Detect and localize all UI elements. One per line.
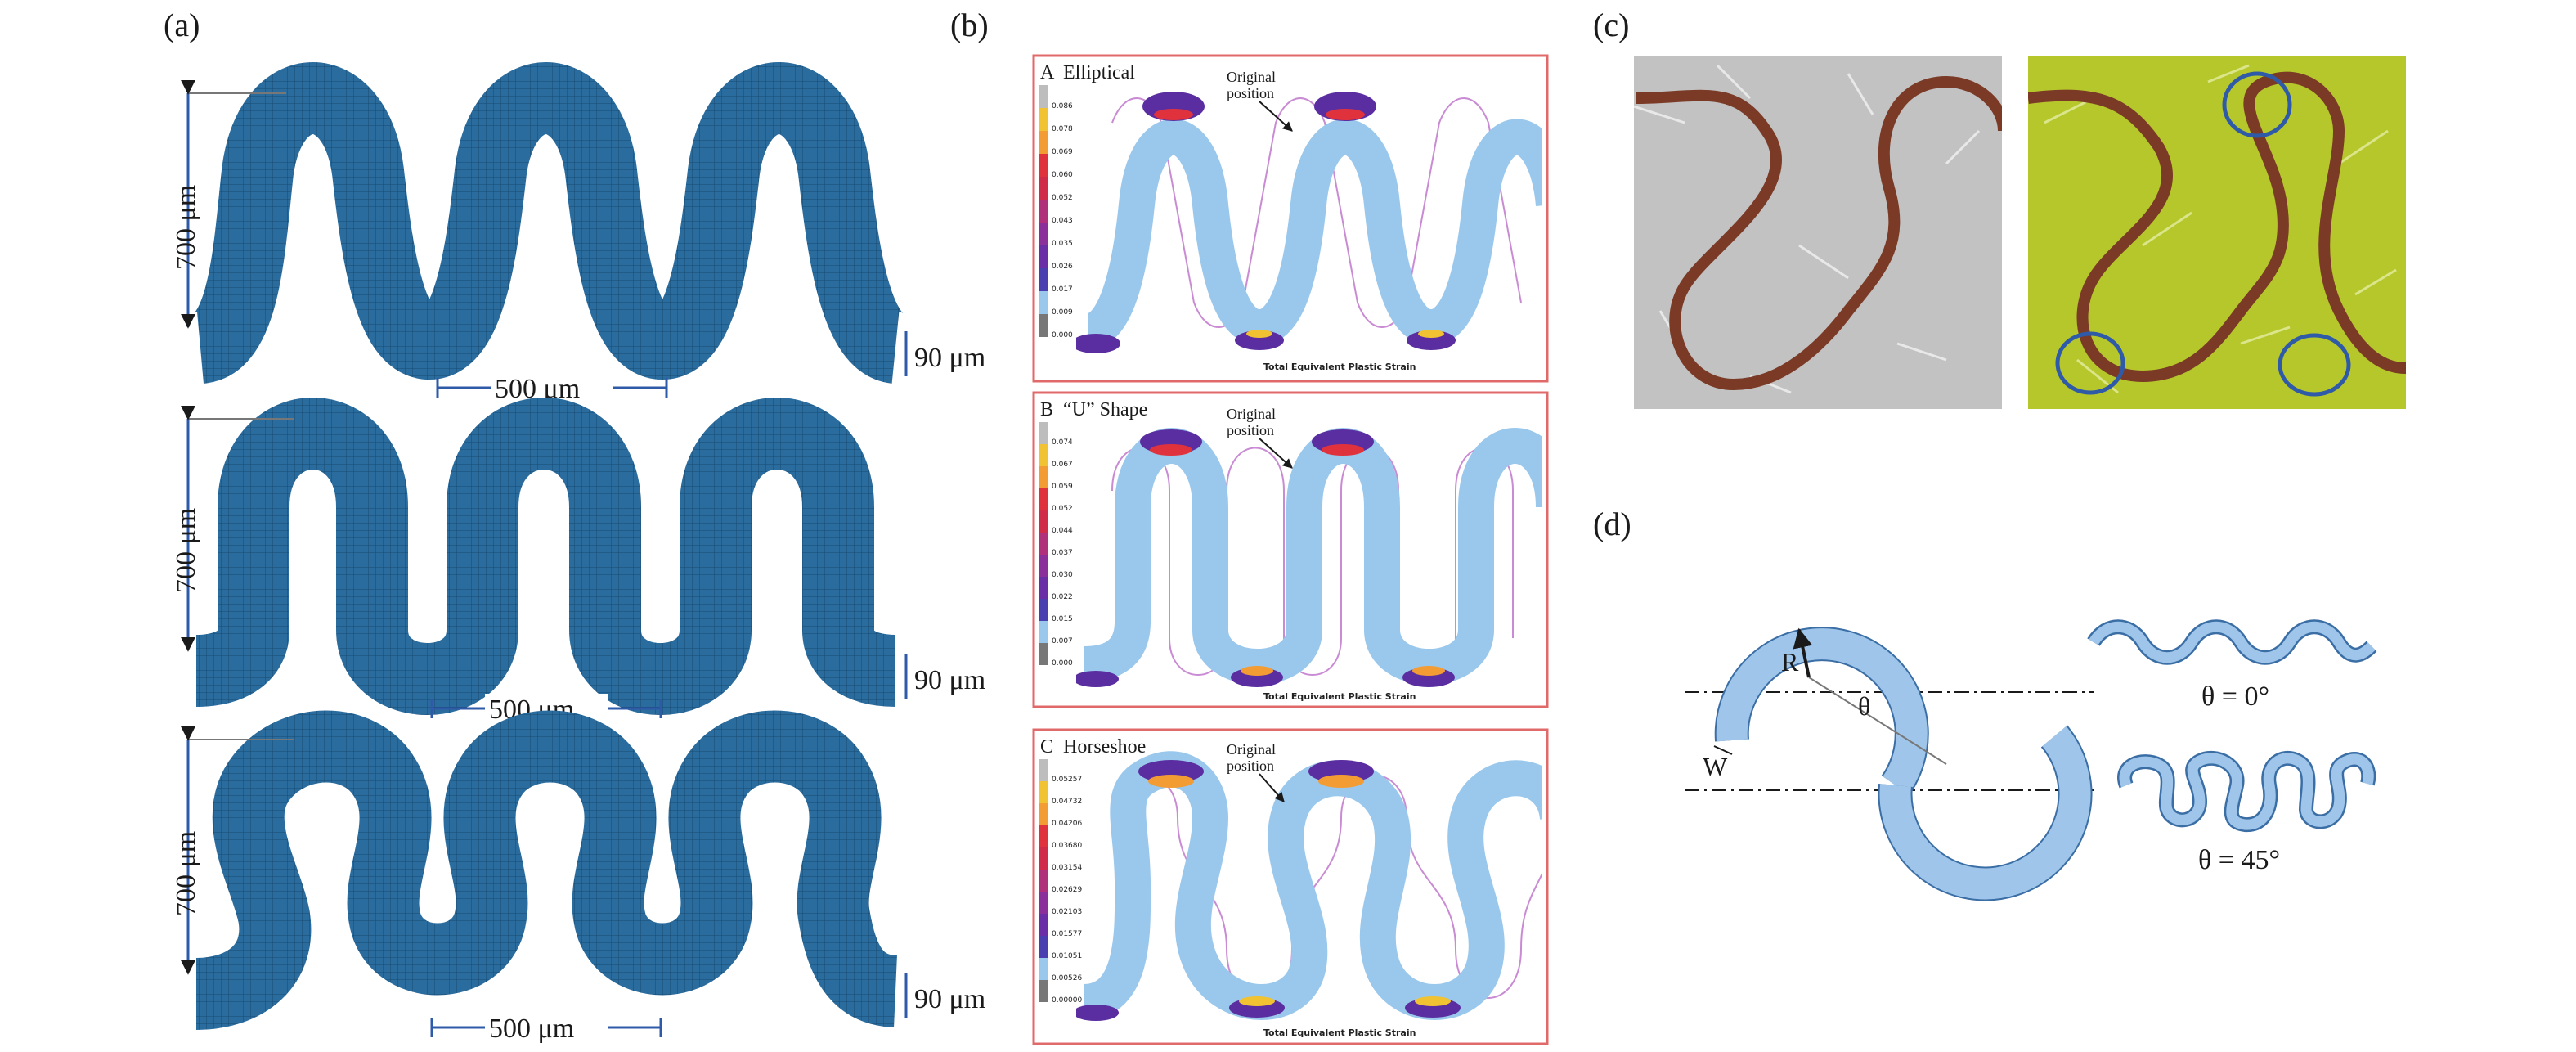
theta-label: θ <box>1858 691 1870 721</box>
panel-a-label: (a) <box>164 7 200 43</box>
sim-a-scale-8: 0.017 <box>1052 285 1073 294</box>
sim-b-scale-3: 0.052 <box>1052 505 1073 513</box>
sim-c-scale-3: 0.03680 <box>1052 842 1082 850</box>
sim-c-footer: Total Equivalent Plastic Strain <box>1263 1027 1416 1038</box>
sim-c-scale-5: 0.02629 <box>1052 886 1082 894</box>
sim-a-scale-3: 0.060 <box>1052 171 1073 179</box>
sim-b-scale-10: 0.000 <box>1052 659 1073 668</box>
panel-d-label: (d) <box>1593 506 1631 542</box>
sim-b-scale-6: 0.030 <box>1052 571 1073 579</box>
sim-b-title: “U” Shape <box>1063 399 1147 420</box>
mesh-3-period-label: 500 μm <box>489 1014 574 1044</box>
sim-a-scale-6: 0.035 <box>1052 240 1073 248</box>
sim-a-scale-9: 0.009 <box>1052 308 1073 317</box>
mesh-2-width-label: 90 μm <box>914 665 985 695</box>
sim-b-annotation-1: Original <box>1227 406 1276 422</box>
sim-u-shape-frame: B “U” Shape 0.074 0.067 0.059 0.052 0.04… <box>1032 391 1549 708</box>
strain-circle-left <box>2055 331 2125 395</box>
mesh-elliptical: 700 μm 90 μm 500 μm <box>171 62 985 404</box>
example-theta-0-label: θ = 0° <box>2201 681 2269 712</box>
mesh-u-shape: 700 μm 90 μm 500 μm <box>171 398 985 725</box>
sim-b-scale-7: 0.022 <box>1052 593 1073 601</box>
sim-c-colorbar: 0.05257 0.04732 0.04206 0.03680 0.03154 … <box>1039 759 1082 1005</box>
photo-after-stretch <box>2028 56 2406 409</box>
mesh-1-width-label: 90 μm <box>914 343 985 373</box>
sim-c-scale-1: 0.04732 <box>1052 798 1082 806</box>
mesh-1-height-label: 700 μm <box>171 185 201 270</box>
sim-b-scale-5: 0.037 <box>1052 549 1073 557</box>
example-theta-45: θ = 45° <box>2117 750 2376 875</box>
width-label: W <box>1703 752 1728 781</box>
panel-b-label: (b) <box>950 7 989 43</box>
sim-b-annotation-2: position <box>1227 422 1274 438</box>
mesh-horseshoe: 700 μm 90 μm 500 μm <box>171 710 985 1044</box>
sim-a-annotation-1: Original <box>1227 69 1276 85</box>
sim-b-scale-1: 0.067 <box>1052 461 1073 469</box>
sim-horseshoe-frame: C Horseshoe 0.05257 0.04732 0.04206 0.03… <box>1032 728 1549 1045</box>
sim-a-scale-2: 0.069 <box>1052 148 1073 156</box>
sim-c-scale-6: 0.02103 <box>1052 908 1082 916</box>
example-theta-0: θ = 0° <box>2087 619 2377 712</box>
sim-c-letter: C <box>1040 736 1053 758</box>
sim-c-scale-10: 0.00000 <box>1052 996 1082 1005</box>
sim-c-title: Horseshoe <box>1063 736 1146 758</box>
example-theta-45-label: θ = 45° <box>2198 845 2280 875</box>
sim-a-annotation-2: position <box>1227 85 1274 101</box>
sim-b-scale-8: 0.015 <box>1052 615 1073 623</box>
sim-a-scale-7: 0.026 <box>1052 263 1073 271</box>
mesh-2-height-label: 700 μm <box>171 508 201 593</box>
sim-c-scale-4: 0.03154 <box>1052 864 1082 872</box>
sim-b-colorbar: 0.074 0.067 0.059 0.052 0.044 0.037 0.03… <box>1039 422 1073 668</box>
mesh-3-width-label: 90 μm <box>914 984 985 1014</box>
sim-c-annotation-1: Original <box>1227 741 1276 758</box>
panel-c-label: (c) <box>1593 7 1629 43</box>
sim-c-scale-8: 0.01051 <box>1052 952 1082 960</box>
sim-c-scale-0: 0.05257 <box>1052 776 1082 784</box>
sim-a-colorbar: 0.086 0.078 0.069 0.060 0.052 0.043 0.03… <box>1039 85 1073 339</box>
sim-a-title: Elliptical <box>1063 62 1135 83</box>
sim-c-annotation-2: position <box>1227 758 1274 774</box>
sim-b-footer: Total Equivalent Plastic Strain <box>1263 691 1416 702</box>
sim-b-scale-2: 0.059 <box>1052 483 1073 491</box>
sim-a-letter: A <box>1040 62 1055 83</box>
sim-a-scale-5: 0.043 <box>1052 217 1073 225</box>
sim-elliptical-frame: A Elliptical 0.086 0.078 0.069 0.060 0.0… <box>1032 54 1549 383</box>
sim-b-scale-9: 0.007 <box>1052 637 1073 645</box>
horseshoe-geometry-diagram: R θ W <box>1685 627 2094 901</box>
sim-a-scale-1: 0.078 <box>1052 125 1073 133</box>
sim-c-scale-7: 0.01577 <box>1052 930 1082 938</box>
sim-b-scale-0: 0.074 <box>1052 438 1073 447</box>
sim-b-scale-4: 0.044 <box>1052 527 1073 535</box>
mesh-3-height-label: 700 μm <box>171 831 201 916</box>
sim-a-footer: Total Equivalent Plastic Strain <box>1263 362 1416 372</box>
sim-a-scale-10: 0.000 <box>1052 331 1073 339</box>
strain-circle-top <box>2222 71 2292 138</box>
sim-b-letter: B <box>1040 399 1053 420</box>
radius-label: R <box>1781 647 1799 677</box>
sim-a-scale-0: 0.086 <box>1052 102 1073 110</box>
sim-c-scale-2: 0.04206 <box>1052 820 1082 828</box>
sim-a-scale-4: 0.052 <box>1052 194 1073 202</box>
sim-c-scale-9: 0.00526 <box>1052 974 1082 982</box>
photo-before-stretch <box>1634 56 2002 409</box>
strain-circle-right <box>2278 333 2351 397</box>
